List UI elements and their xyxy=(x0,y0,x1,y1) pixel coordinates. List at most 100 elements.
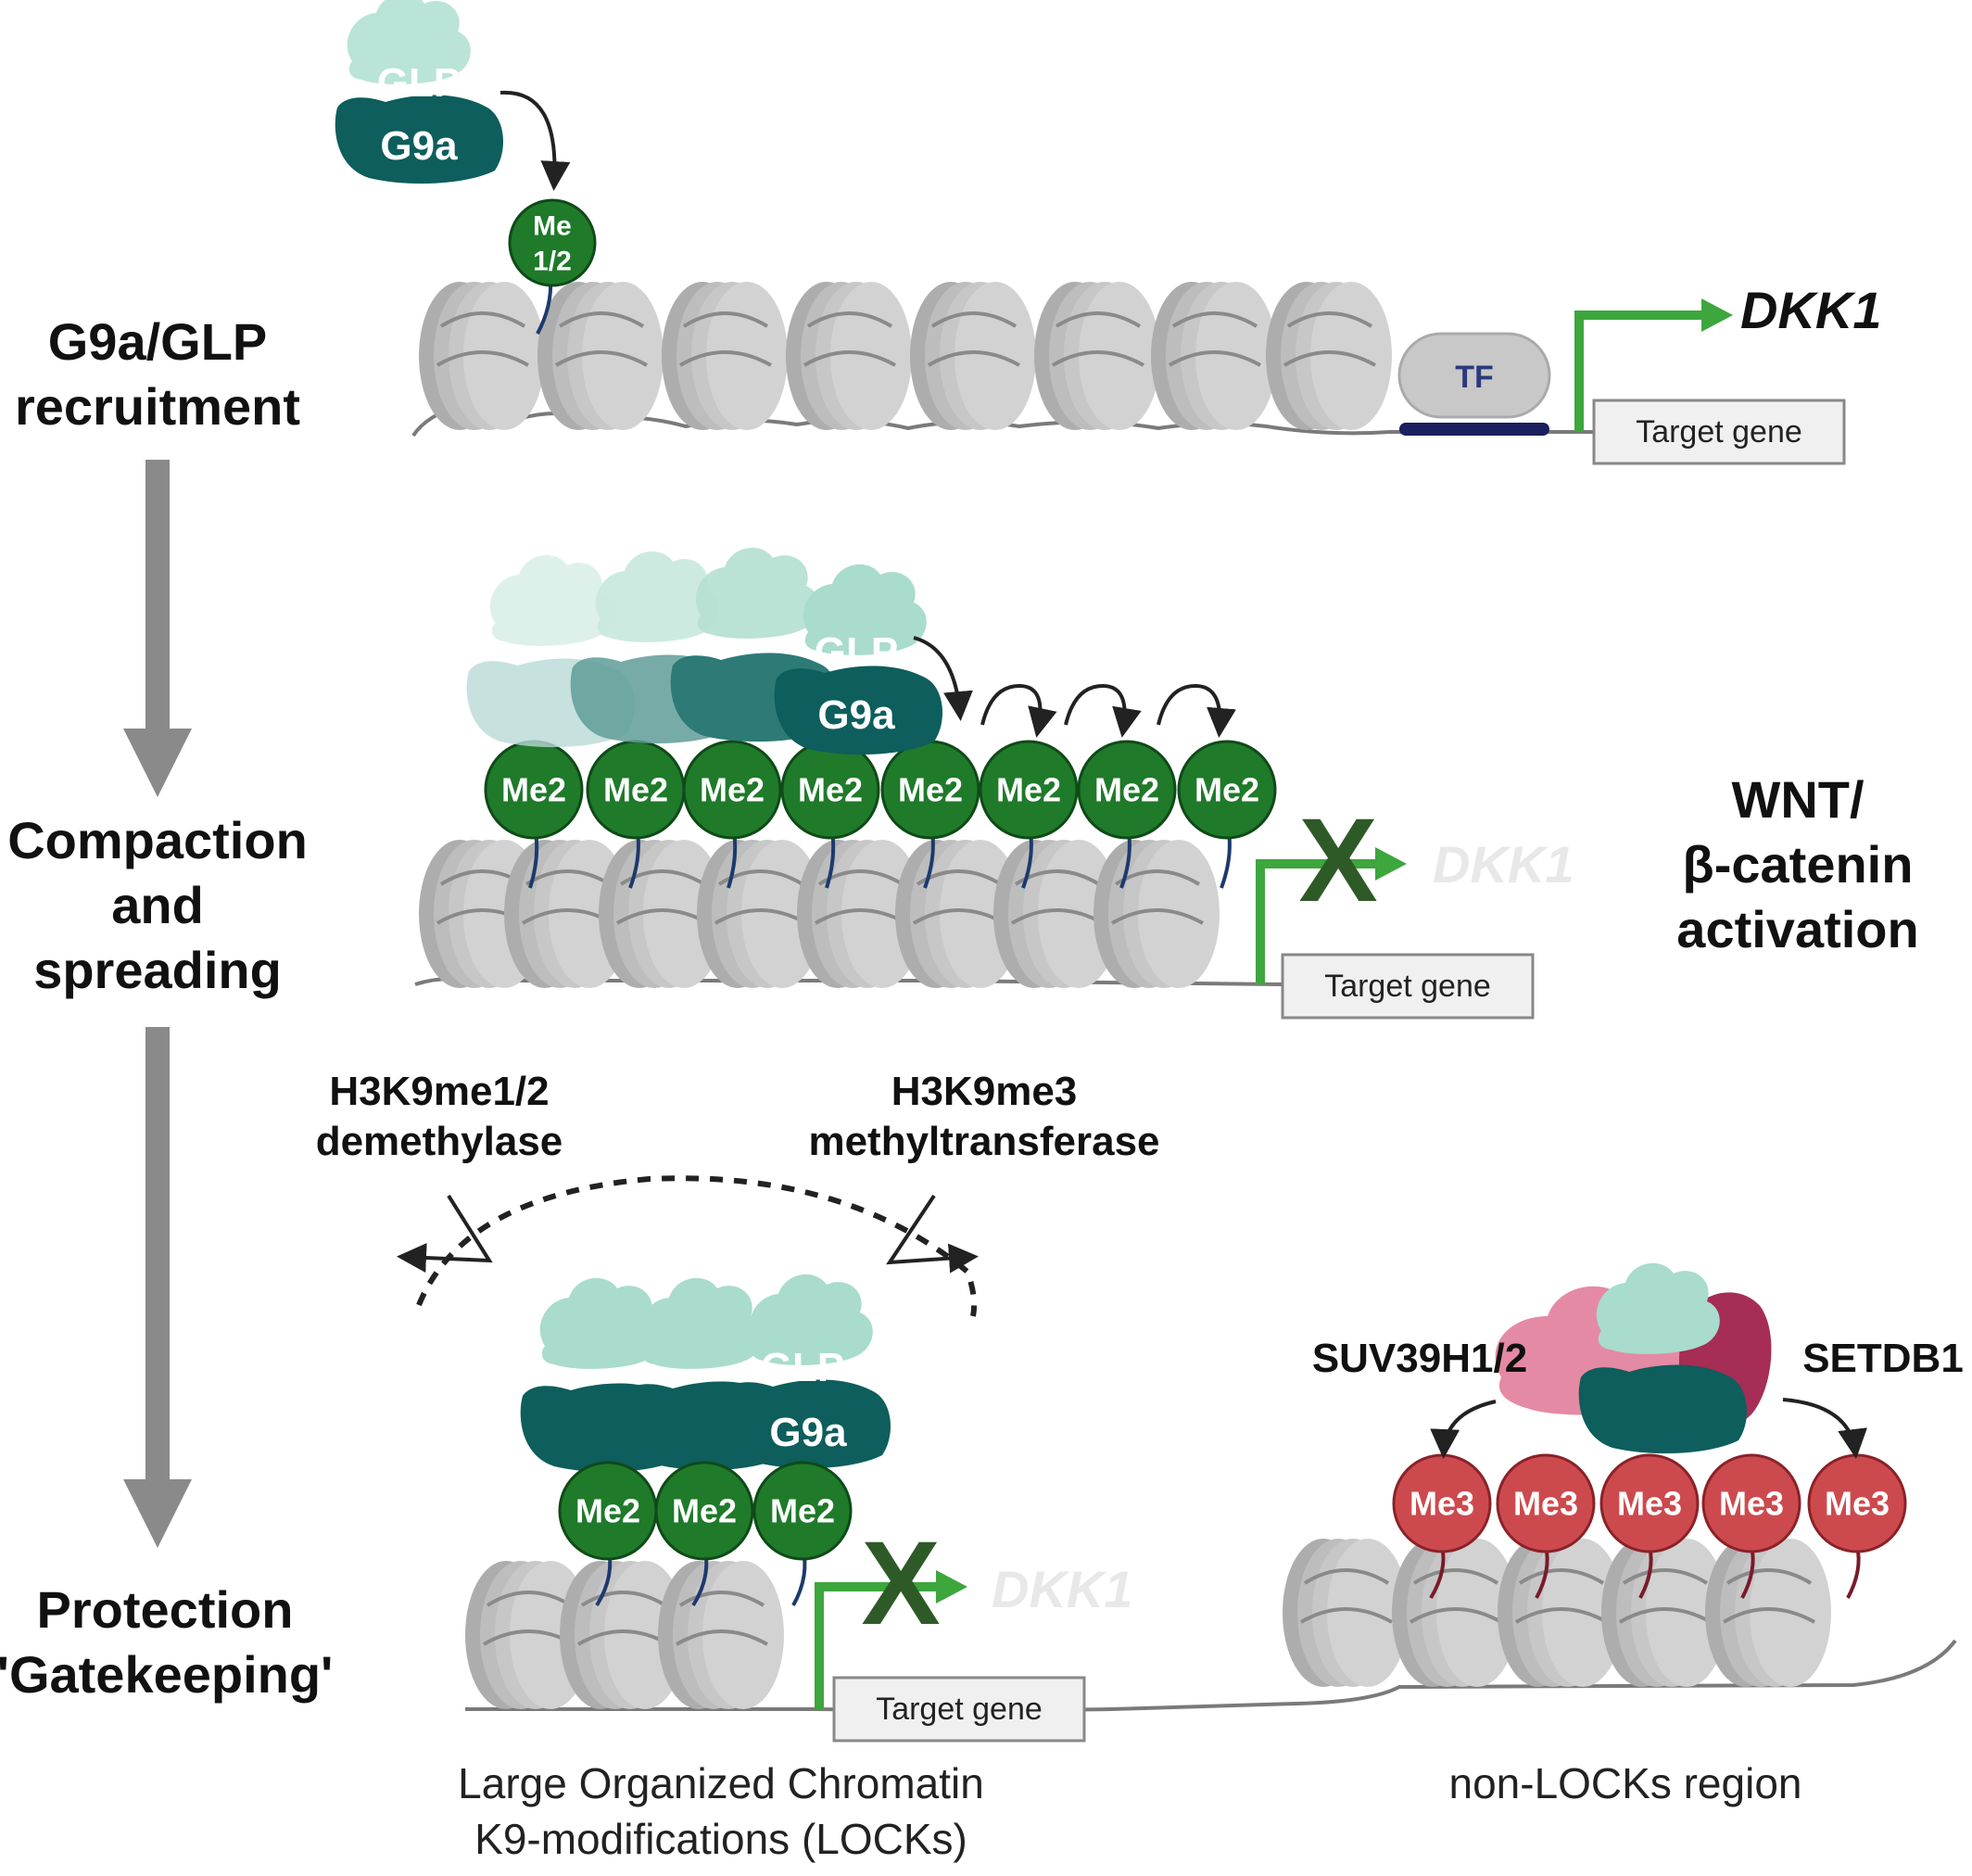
block-x-mark: X xyxy=(1298,794,1377,927)
me2-mark xyxy=(1077,740,1177,840)
me2-label: Me2 xyxy=(1094,771,1159,809)
methyltransferase-label-line1: H3K9me3 xyxy=(891,1069,1078,1114)
demethylase-deflected-arrow xyxy=(397,1194,493,1274)
suv39h-methylation-arrow xyxy=(1430,1400,1497,1459)
non-locks-caption: non-LOCKs region xyxy=(1449,1759,1802,1807)
stage-arrow-1-head xyxy=(123,729,192,797)
me2-label: Me2 xyxy=(575,1492,640,1530)
me2-label: Me2 xyxy=(700,771,765,809)
nucleosome xyxy=(536,280,665,432)
me2-label: Me2 xyxy=(996,771,1061,809)
me2-mark xyxy=(1177,740,1277,840)
wnt-label-line2: β-catenin xyxy=(1683,835,1914,894)
locks-caption-line2: K9-modifications (LOCKs) xyxy=(474,1815,967,1863)
me12-mark-line1: Me xyxy=(533,211,572,242)
me3-label: Me3 xyxy=(1617,1485,1682,1523)
glp-label: GLP xyxy=(815,629,898,675)
me2-label: Me2 xyxy=(603,771,668,809)
tf-label: TF xyxy=(1455,360,1494,395)
stage-protection-line1: Protection xyxy=(37,1580,294,1639)
promoter-arrow xyxy=(1256,859,1379,984)
glp-enzyme-ghost xyxy=(695,547,819,639)
setdb1-methylation-arrow xyxy=(1782,1398,1868,1459)
nucleosome xyxy=(908,280,1038,432)
target-gene-box xyxy=(1592,399,1846,465)
setdb1-label: SETDB1 xyxy=(1802,1336,1964,1381)
tf-binding-site xyxy=(1399,423,1549,436)
me3-mark xyxy=(1701,1453,1801,1553)
me2-label: Me2 xyxy=(798,771,863,809)
methyltransferase-deflected-arrow xyxy=(886,1194,979,1274)
nucleosome xyxy=(1092,838,1221,990)
stage-spreading-line1: Compaction xyxy=(7,811,308,869)
stage-recruitment-line2: recruitment xyxy=(15,377,300,436)
g9a-label: G9a xyxy=(817,692,895,738)
promoter-arrow xyxy=(1574,311,1705,432)
dkk1-gene-silenced: DKK1 xyxy=(1433,835,1574,894)
panel-spreading: Me2 Me2 Me2 Me2 Me2 Me2 Me2 Me2 GLP G9a … xyxy=(414,547,1574,1020)
demethylase-label-line2: demethylase xyxy=(316,1119,563,1164)
me2-label: Me2 xyxy=(1195,771,1259,809)
me2-mark xyxy=(752,1461,853,1561)
spreading-arrows xyxy=(913,636,1236,738)
me12-mark xyxy=(508,198,597,287)
wnt-label-line3: activation xyxy=(1676,900,1918,958)
me2-label: Me2 xyxy=(898,771,963,809)
tf-protein xyxy=(1397,332,1551,419)
nucleosome xyxy=(784,280,914,432)
dkk1-gene-silenced: DKK1 xyxy=(992,1560,1132,1618)
me2-mark xyxy=(682,740,782,840)
g9a-enzyme xyxy=(1578,1364,1748,1454)
me12-mark-line2: 1/2 xyxy=(533,247,572,277)
suv39h-label: SUV39H1/2 xyxy=(1312,1336,1527,1381)
me3-label: Me3 xyxy=(1825,1485,1890,1523)
panel-protection: H3K9me1/2 demethylase H3K9me3 methyltran… xyxy=(316,1069,1957,1863)
me3-mark xyxy=(1496,1453,1596,1553)
stage-arrow-2-head xyxy=(123,1479,192,1548)
nucleosome xyxy=(1032,280,1162,432)
nucleosome xyxy=(660,280,790,432)
me2-label: Me2 xyxy=(501,771,566,809)
glp-label: GLP xyxy=(761,1345,844,1390)
block-x-mark: X xyxy=(861,1517,940,1650)
me3-label: Me3 xyxy=(1513,1485,1578,1523)
stage-recruitment-line1: G9a/GLP xyxy=(48,312,268,371)
protective-boundary xyxy=(416,1175,978,1317)
wnt-label-line1: WNT/ xyxy=(1731,770,1865,829)
g9a-label: G9a xyxy=(769,1410,847,1455)
panel-recruitment: Me 1/2 GLP G9a TF DKK1 Target gene xyxy=(335,0,1881,465)
glp-enzyme xyxy=(1596,1262,1720,1354)
panel-non-locks: Me3 Me3 Me3 Me3 Me3 SUV39H1/2 SETDB1 non… xyxy=(1281,1262,1964,1807)
target-gene-box xyxy=(832,1676,1086,1743)
promoter-arrow xyxy=(815,1582,940,1709)
target-gene-box xyxy=(1281,953,1535,1020)
g9a-label: G9a xyxy=(380,123,458,169)
nucleosome xyxy=(1264,280,1394,432)
glp-enzyme xyxy=(639,1277,764,1369)
me3-label: Me3 xyxy=(1719,1485,1784,1523)
target-gene-label: Target gene xyxy=(1324,969,1491,1004)
glp-enzyme-ghost xyxy=(489,554,613,646)
dkk1-gene-active: DKK1 xyxy=(1740,281,1881,339)
me3-label: Me3 xyxy=(1409,1485,1474,1523)
target-gene-label: Target gene xyxy=(1636,414,1802,450)
locks-caption-line1: Large Organized Chromatin xyxy=(458,1759,984,1807)
promoter-arrow-head xyxy=(936,1570,967,1603)
me2-mark xyxy=(979,740,1079,840)
me2-label: Me2 xyxy=(770,1492,835,1530)
me2-mark xyxy=(654,1461,754,1561)
promoter-arrow-head xyxy=(1701,298,1733,332)
nucleosome xyxy=(417,280,547,432)
nucleosome xyxy=(1703,1537,1833,1689)
glp-label: GLP xyxy=(377,60,461,106)
stage-protection-line2: 'Gatekeeping' xyxy=(0,1645,333,1704)
stage-spreading-line2: and xyxy=(111,876,204,934)
nucleosome xyxy=(1281,1537,1410,1689)
me3-mark xyxy=(1599,1453,1700,1553)
nucleosome xyxy=(656,1559,786,1711)
methyltransferase-label-line2: methyltransferase xyxy=(808,1119,1159,1164)
promoter-arrow-head xyxy=(1375,847,1407,881)
stage-spreading-line3: spreading xyxy=(33,941,282,999)
methylation-arrow xyxy=(499,90,571,191)
